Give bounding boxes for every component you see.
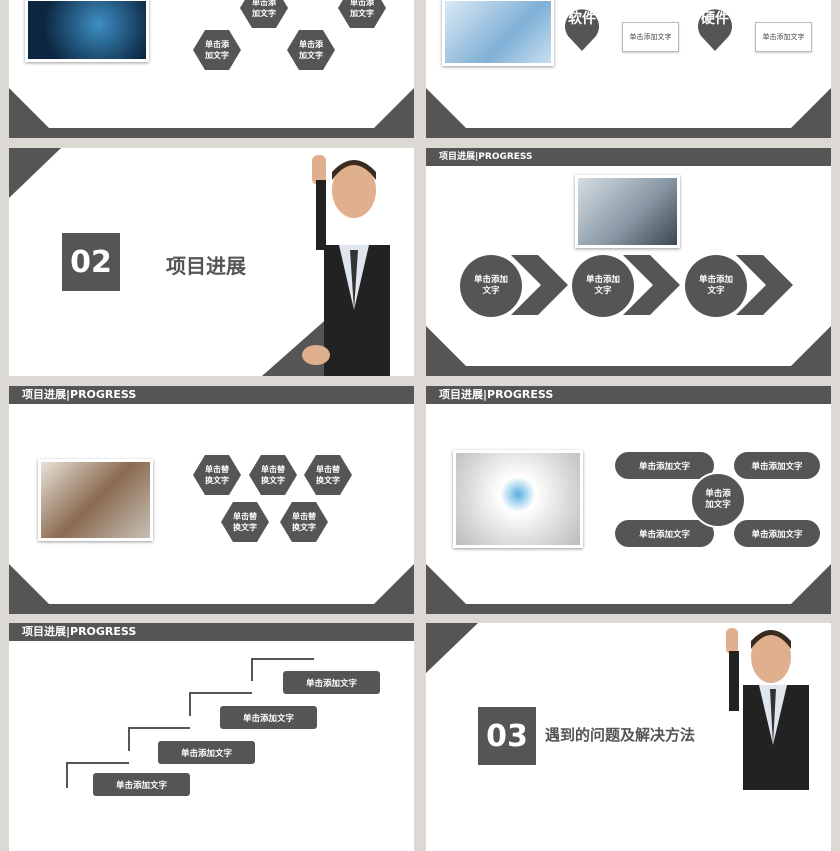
business-photo xyxy=(575,175,680,248)
businessman-image xyxy=(302,155,390,376)
hexagon: 单击添加文字 xyxy=(287,30,335,70)
businessman-image xyxy=(726,628,809,790)
slide-thumbnail-6[interactable]: 项目进展|PROGRESS 单击添加文字 单击添加文字 单击添加文字 单击添加文… xyxy=(426,386,831,614)
slide-header: 项目进展|PROGRESS xyxy=(426,386,831,404)
hardware-pin: 硬件 xyxy=(696,6,734,51)
text-pill: 单击添加文字 xyxy=(615,520,714,547)
chevron-arrows xyxy=(511,255,793,315)
slide-header: 项目进展|PROGRESS xyxy=(426,148,831,166)
bottom-decoration xyxy=(426,564,831,614)
keyboard-photo xyxy=(442,0,554,66)
step-box: 单击添加文字 xyxy=(93,773,190,796)
slide-thumbnail-7[interactable]: 项目进展|PROGRESS 单击添加文字 单击添加文字 单击添加文字 单击添加文… xyxy=(9,623,414,851)
section-number: 02 xyxy=(62,233,120,291)
bottom-decoration xyxy=(9,564,414,614)
step-circle: 单击添加文字 xyxy=(460,255,522,317)
slide-thumbnail-8[interactable]: 03 遇到的问题及解决方法 xyxy=(426,623,831,851)
step-box: 单击添加文字 xyxy=(220,706,317,729)
slide-header: 项目进展|PROGRESS xyxy=(9,386,414,404)
step-circle: 单击添加文字 xyxy=(572,255,634,317)
bottom-decoration xyxy=(426,326,831,376)
section-title: 遇到的问题及解决方法 xyxy=(545,726,696,744)
bottom-decoration xyxy=(426,88,831,138)
step-box: 单击添加文字 xyxy=(158,741,255,764)
slide-thumbnail-3[interactable]: 02 项目进展 xyxy=(9,148,414,376)
corner-decoration xyxy=(426,623,478,673)
section-number: 03 xyxy=(478,707,536,765)
center-circle: 单击添加文字 xyxy=(690,472,746,528)
step-circle: 单击添加文字 xyxy=(685,255,747,317)
slide-header: 项目进展|PROGRESS xyxy=(9,623,414,641)
text-pill: 单击添加文字 xyxy=(734,520,820,547)
meeting-photo xyxy=(38,459,153,541)
slide-thumbnail-4[interactable]: 项目进展|PROGRESS 单击添加文字 单击添加文字 单击添加文字 xyxy=(426,148,831,376)
text-box: 单击添加文字 xyxy=(622,22,679,52)
step-box: 单击添加文字 xyxy=(283,671,380,694)
slide-thumbnail-1[interactable]: 单击添加文字 单击添加文字 单击添加文字 单击添加文字 xyxy=(9,0,414,138)
world-map-photo xyxy=(25,0,149,62)
bottom-decoration xyxy=(9,88,414,138)
section-title: 项目进展 xyxy=(166,254,246,278)
hexagon: 单击添加文字 xyxy=(193,30,241,70)
text-box: 单击添加文字 xyxy=(755,22,812,52)
stair-lines xyxy=(66,658,314,788)
text-pill: 单击添加文字 xyxy=(615,452,714,479)
software-pin: 软件 xyxy=(563,6,601,51)
globe-network-photo xyxy=(453,450,583,548)
slide-thumbnail-5[interactable]: 项目进展|PROGRESS 单击替换文字 单击替换文字 单击替换文字 单击替换文… xyxy=(9,386,414,614)
slide-thumbnail-2[interactable]: 软件 单击添加文字 硬件 单击添加文字 xyxy=(426,0,831,138)
text-pill: 单击添加文字 xyxy=(734,452,820,479)
